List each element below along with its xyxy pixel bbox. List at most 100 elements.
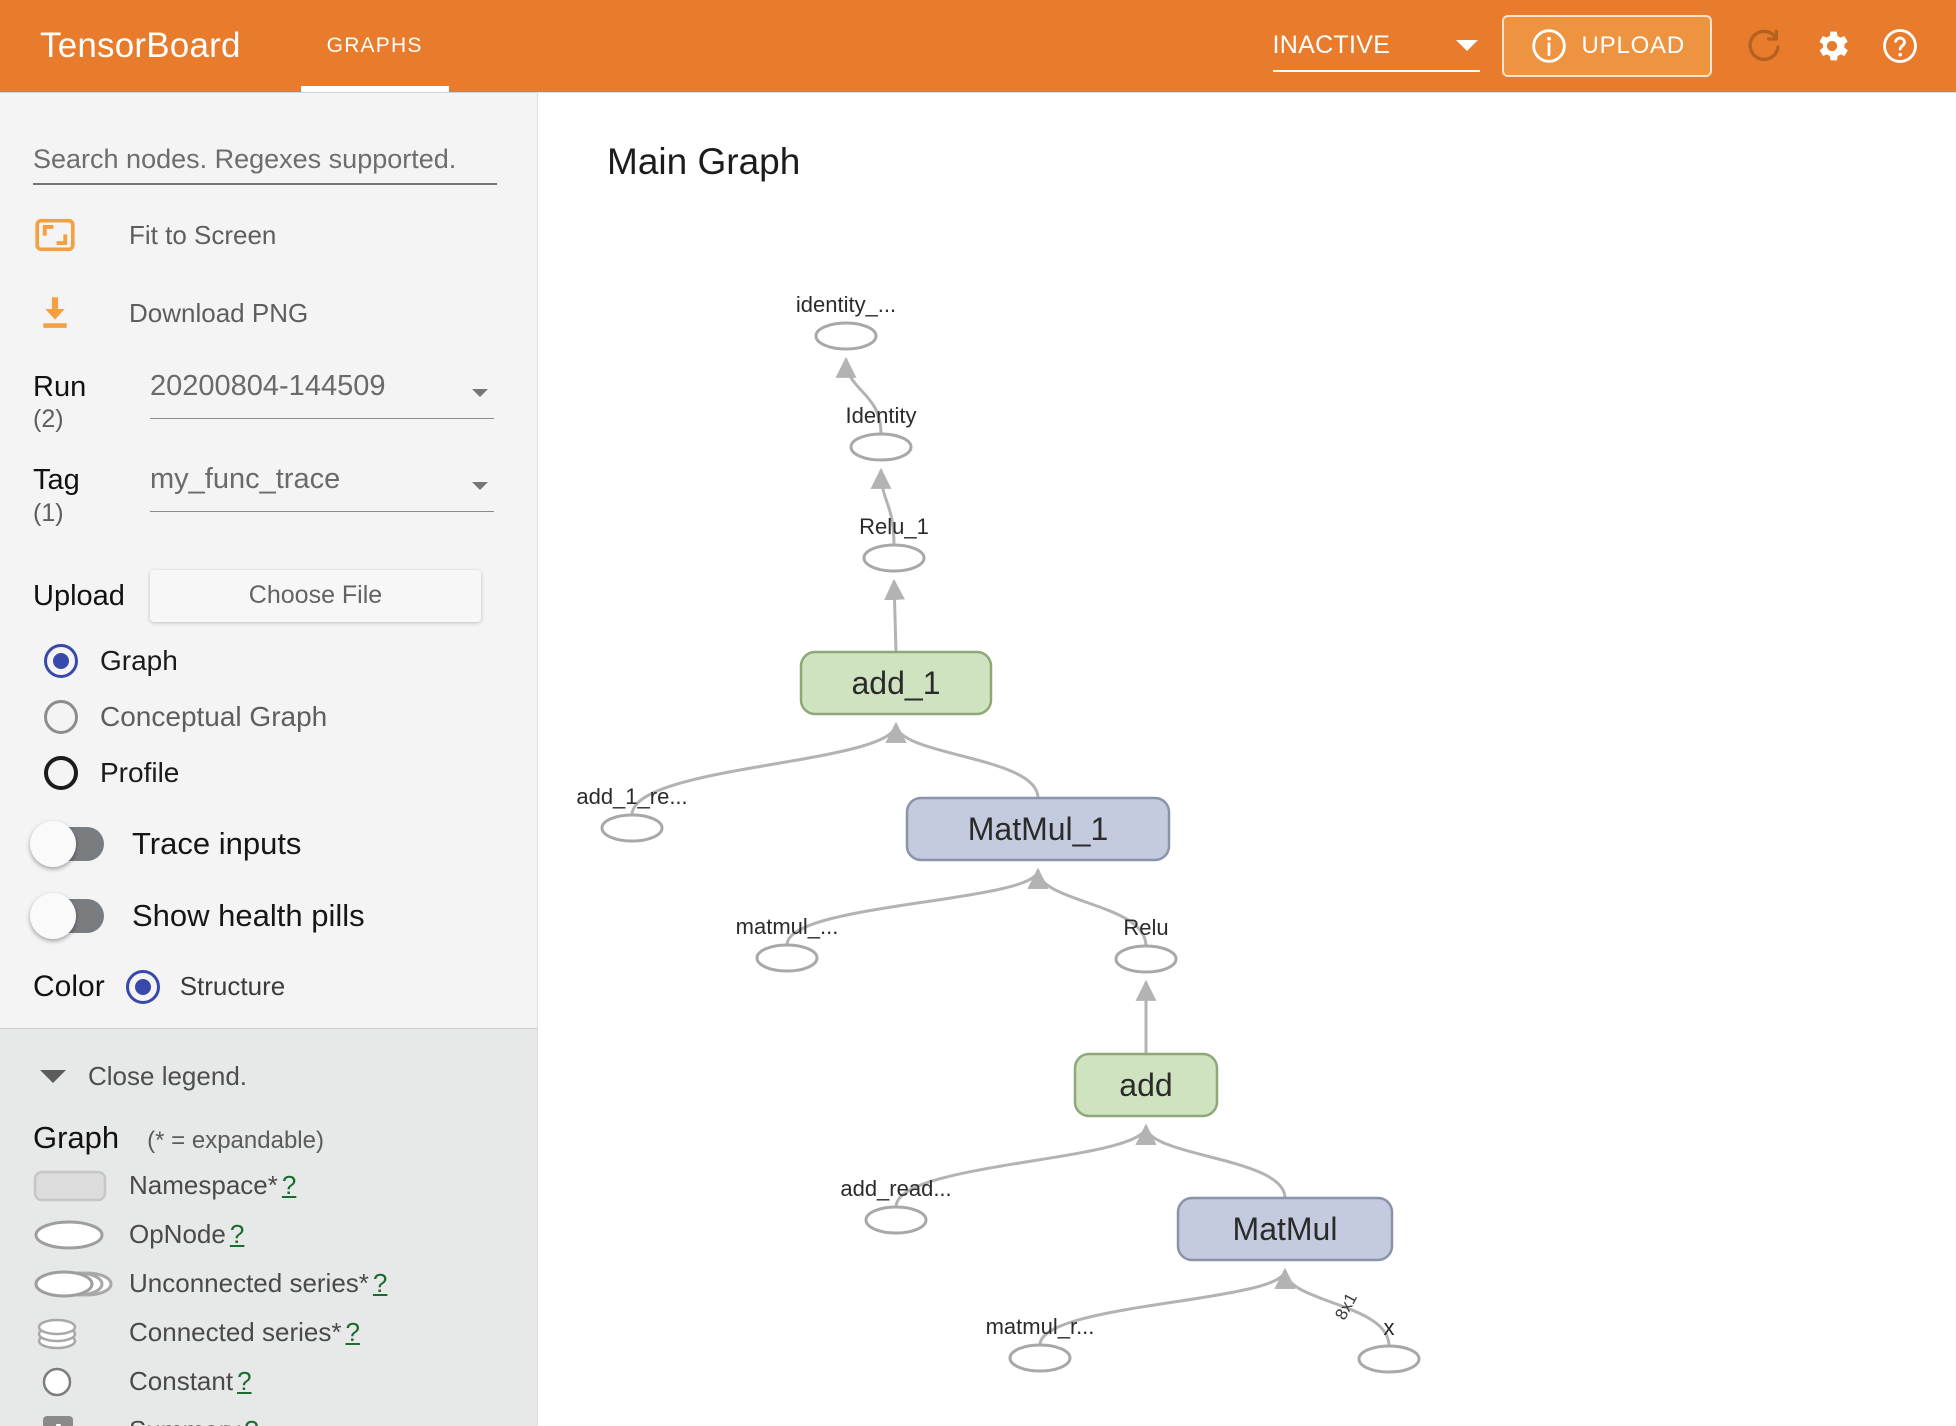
legend-item-unconnected-series-help[interactable]: ?	[372, 1268, 388, 1299]
graph-edge	[835, 356, 883, 435]
legend-item-unconnected-series-label: Unconnected series*	[129, 1268, 369, 1299]
tab-bar: GRAPHS	[300, 0, 449, 92]
close-legend-button[interactable]: Close legend.	[40, 1029, 537, 1092]
graph-node-label: MatMul_1	[968, 811, 1109, 847]
legend-item-summary-help[interactable]: ?	[244, 1415, 258, 1426]
radio-profile-label: Profile	[100, 756, 180, 788]
legend-item-constant-help[interactable]: ?	[237, 1366, 252, 1397]
gear-icon[interactable]	[1812, 26, 1852, 66]
run-select-value: 20200804-144509	[150, 370, 386, 402]
unconnected-series-icon	[33, 1267, 129, 1301]
tab-graphs[interactable]: GRAPHS	[300, 0, 449, 92]
choose-file-label: Choose File	[248, 581, 383, 610]
graph-edge-label: 8x1	[1331, 1290, 1361, 1323]
graph-node-label: add	[1119, 1067, 1172, 1103]
fit-to-screen-button[interactable]: Fit to Screen	[33, 207, 537, 263]
graph-node-shape	[799, 650, 993, 716]
sidebar-controls: Fit to Screen Download PNG Run (2) 2020	[0, 141, 537, 1028]
graph-node-label: Relu_1	[859, 514, 929, 539]
radio-structure-indicator[interactable]	[125, 969, 160, 1004]
tag-count: (1)	[33, 498, 64, 527]
graph-node-shape	[1073, 1052, 1219, 1118]
radio-conceptual-graph[interactable]: Conceptual Graph	[44, 699, 537, 734]
run-label: Run	[33, 371, 87, 403]
graph-node-identity_1[interactable]: identity_...	[796, 292, 896, 351]
fit-to-screen-label: Fit to Screen	[129, 219, 277, 250]
color-structure-label: Structure	[179, 971, 286, 1002]
page-title: Main Graph	[607, 141, 801, 182]
legend-item-connected-series-help[interactable]: ?	[345, 1317, 360, 1348]
graph-node-Relu[interactable]: Relu	[1114, 915, 1178, 974]
graph-node-shape	[1357, 1344, 1421, 1374]
legend-item-opnode-help[interactable]: ?	[229, 1219, 245, 1250]
legend-item-constant-label: Constant	[129, 1366, 234, 1397]
legend-item-constant: Constant?	[33, 1363, 537, 1401]
graph-node-shape	[600, 813, 664, 843]
tag-selector-row: Tag (1) my_func_trace	[33, 460, 537, 527]
legend-item-connected-series: Connected series*?	[33, 1314, 537, 1352]
upload-row: Upload Choose File	[33, 569, 537, 622]
graph-node-add[interactable]: add	[1073, 1052, 1219, 1118]
graph-node-MatMul_1[interactable]: MatMul_1	[905, 796, 1171, 862]
header-icon-row	[1744, 26, 1920, 66]
legend-item-namespace-label: Namespace*	[129, 1170, 278, 1201]
search-input[interactable]	[33, 141, 497, 185]
graph-node-add_read[interactable]: add_read...	[840, 1176, 952, 1235]
download-png-button[interactable]: Download PNG	[33, 285, 537, 341]
close-legend-label: Close legend.	[88, 1060, 247, 1091]
radio-conceptual-graph-label: Conceptual Graph	[100, 700, 328, 732]
header-right-controls: INACTIVE UPLOAD	[1272, 15, 1921, 77]
chevron-down-icon	[472, 389, 488, 397]
graph-node-label: MatMul	[1233, 1211, 1338, 1247]
legend-note: (* = expandable)	[147, 1126, 324, 1154]
toggle-show-health-pills[interactable]: Show health pills	[30, 892, 537, 939]
run-count: (2)	[33, 405, 64, 434]
status-dropdown[interactable]: INACTIVE	[1272, 20, 1480, 72]
graph-node-add_1_read[interactable]: add_1_re...	[576, 784, 688, 843]
graph-edge	[1038, 1267, 1296, 1346]
graph-node-label: add_1_re...	[576, 784, 687, 809]
graph-edge	[1135, 1123, 1287, 1199]
graph-node-label: matmul_...	[736, 914, 839, 939]
namespace-rect-icon	[33, 1169, 129, 1203]
graph-node-matmul_r[interactable]: matmul_r...	[986, 1314, 1095, 1373]
graph-edge	[870, 467, 896, 546]
upload-button[interactable]: UPLOAD	[1501, 15, 1712, 77]
graph-node-MatMul[interactable]: MatMul	[1176, 1196, 1394, 1262]
graph-node-Relu_1[interactable]: Relu_1	[859, 514, 929, 573]
toggle-trace-inputs-label: Trace inputs	[132, 825, 302, 861]
status-dropdown-value: INACTIVE	[1272, 30, 1391, 59]
graph-node-add_1[interactable]: add_1	[799, 650, 993, 716]
run-select[interactable]: 20200804-144509	[150, 367, 494, 419]
graph-node-x[interactable]: x	[1357, 1315, 1421, 1374]
chevron-down-icon	[40, 1069, 66, 1083]
radio-graph[interactable]: Graph	[44, 643, 537, 678]
choose-file-button[interactable]: Choose File	[150, 569, 481, 622]
graph-edge	[885, 721, 1040, 799]
legend-header: Graph (* = expandable)	[33, 1120, 537, 1156]
color-label: Color	[33, 969, 105, 1003]
graph-edge	[1274, 1267, 1391, 1347]
graph-node-shape	[755, 943, 819, 973]
tab-graphs-label: GRAPHS	[326, 34, 423, 57]
tag-label: Tag	[33, 464, 80, 497]
tag-select[interactable]: my_func_trace	[150, 460, 494, 513]
constant-circle-icon	[33, 1365, 129, 1399]
graph-node-shape	[905, 796, 1171, 862]
graph-node-label: identity_...	[796, 292, 896, 317]
graph-node-Identity[interactable]: Identity	[846, 403, 917, 462]
radio-profile[interactable]: Profile	[44, 755, 537, 790]
help-circle-icon[interactable]	[1880, 26, 1920, 66]
graph-node-label: add_read...	[840, 1176, 951, 1201]
legend-item-unconnected-series: Unconnected series*?	[33, 1265, 537, 1303]
toggle-trace-inputs[interactable]: Trace inputs	[30, 820, 537, 867]
legend-item-namespace-help[interactable]: ?	[281, 1170, 297, 1201]
graph-node-matmul_read[interactable]: matmul_...	[736, 914, 839, 973]
radio-conceptual-graph-indicator	[44, 699, 78, 734]
connected-series-icon	[33, 1315, 129, 1351]
graph-edge	[1027, 867, 1148, 947]
refresh-icon[interactable]	[1744, 26, 1784, 66]
